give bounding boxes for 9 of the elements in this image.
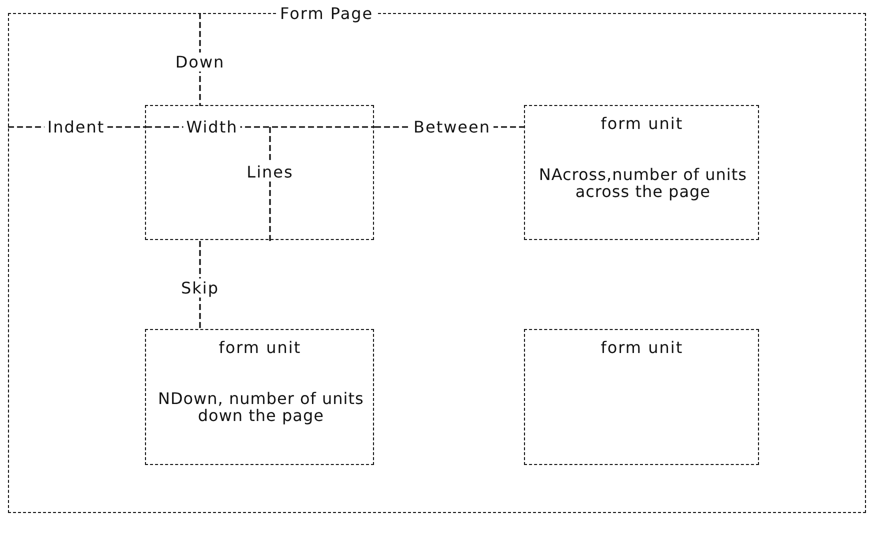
unit-description: NAcross,number of units across the page (538, 166, 748, 200)
frame-title: Form Page (277, 4, 376, 23)
form-unit-box (524, 105, 760, 240)
unit-heading: form unit (600, 338, 684, 358)
unit-heading: form unit (218, 338, 302, 358)
form-unit-box (524, 329, 760, 466)
unit-description: NDown, number of units down the page (156, 390, 365, 424)
unit-heading: form unit (600, 114, 684, 134)
form-unit-box (145, 329, 374, 466)
